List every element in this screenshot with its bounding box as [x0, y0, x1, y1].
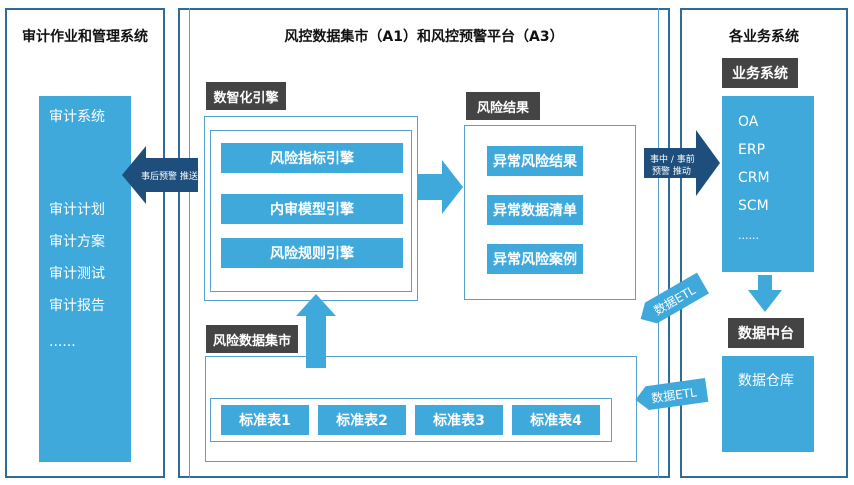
abnormal-risk-result: 异常风险结果: [487, 146, 583, 176]
audit-system-list: 审计计划 审计方案 审计测试 审计报告 ......: [49, 194, 105, 362]
risk-rule-engine: 风险规则引擎: [221, 238, 403, 268]
data-platform-tag: 数据中台: [728, 318, 804, 348]
list-item: 审计方案: [49, 234, 105, 250]
list-item: 审计测试: [49, 266, 105, 282]
audit-model-engine: 内审模型引擎: [221, 194, 403, 224]
list-item: 审计计划: [49, 202, 105, 218]
abnormal-data-list: 异常数据清单: [487, 195, 583, 225]
list-item: 审计报告: [49, 298, 105, 314]
push-right-label-1: 事中 / 事前: [650, 153, 695, 165]
list-item: CRM: [738, 170, 770, 186]
business-systems-title: 各业务系统: [729, 29, 799, 45]
risk-indicator-engine: 风险指标引擎: [221, 143, 403, 173]
list-item: ......: [738, 229, 759, 242]
standard-table-4: 标准表4: [512, 405, 600, 435]
etl-lower-label: 数据ETL: [650, 384, 698, 405]
business-system-tag: 业务系统: [722, 58, 798, 88]
standard-table-3: 标准表3: [415, 405, 503, 435]
data-warehouse-box: 数据仓库: [722, 356, 814, 452]
push-right-label-2: 预警 推动: [652, 165, 691, 177]
data-warehouse-label: 数据仓库: [738, 373, 794, 389]
engine-tag: 数智化引擎: [206, 82, 286, 110]
standard-table-2: 标准表2: [318, 405, 406, 435]
risk-platform-title: 风控数据集市（A1）和风控预警平台（A3）: [284, 29, 564, 45]
list-item: ......: [49, 334, 76, 350]
business-system-box: OA ERP CRM SCM ......: [722, 96, 814, 272]
list-item: OA: [738, 114, 759, 130]
list-item: SCM: [738, 198, 769, 214]
business-system-list: OA ERP CRM SCM ......: [738, 108, 770, 252]
mart-tag: 风险数据集市: [206, 325, 298, 353]
result-tag: 风险结果: [466, 92, 540, 120]
audit-management-panel: 审计作业和管理系统 审计系统 审计计划 审计方案 审计测试 审计报告 .....…: [5, 8, 165, 478]
abnormal-risk-case: 异常风险案例: [487, 244, 583, 274]
risk-platform-inner-line: [189, 8, 659, 478]
audit-system-box: 审计系统 审计计划 审计方案 审计测试 审计报告 ......: [39, 96, 131, 462]
list-item: ERP: [738, 142, 766, 158]
audit-management-title: 审计作业和管理系统: [22, 29, 148, 45]
push-left-label: 事后预警 推送: [141, 170, 198, 182]
audit-system-title: 审计系统: [49, 109, 105, 125]
standard-table-1: 标准表1: [221, 405, 309, 435]
